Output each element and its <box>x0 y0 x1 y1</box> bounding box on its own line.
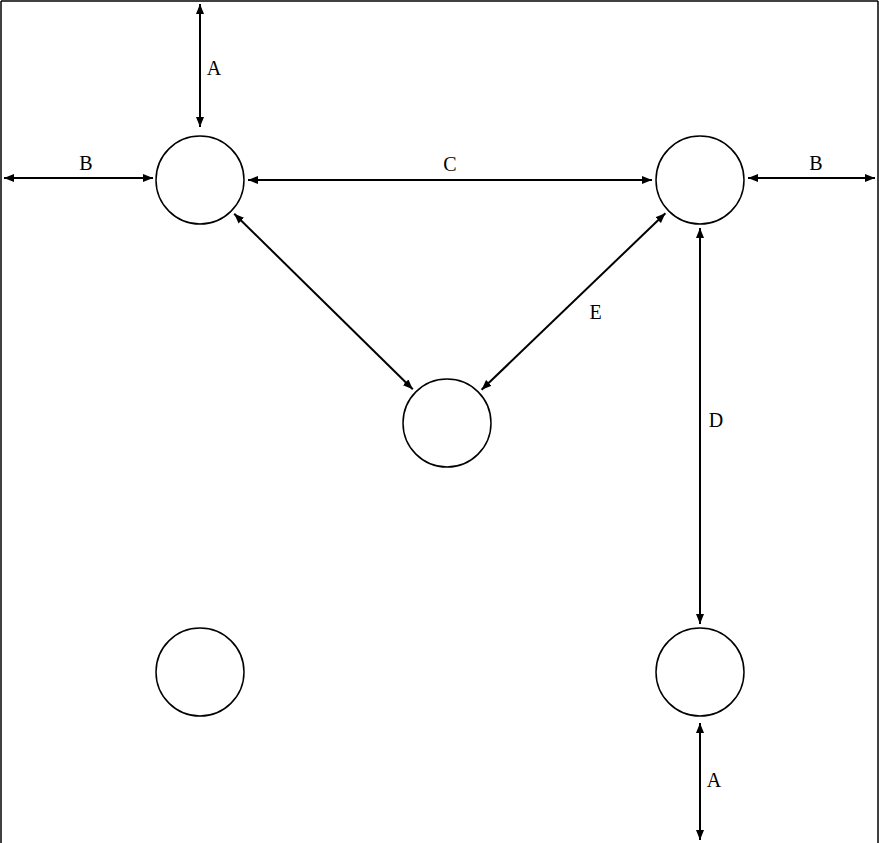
clearance-arrow <box>199 4 201 127</box>
circle-node <box>402 378 492 468</box>
circle-node <box>155 135 245 225</box>
connector-arrow <box>699 228 701 624</box>
circle-outline <box>155 135 245 225</box>
circle-node <box>655 627 745 717</box>
circle-outline <box>655 135 745 225</box>
connector-arrow <box>482 213 666 389</box>
circle-shape <box>403 379 491 467</box>
dimension-label: B <box>807 152 824 174</box>
clearance-arrow <box>699 723 701 840</box>
circle-outline <box>155 627 245 717</box>
dimension-label: B <box>77 152 94 174</box>
edge-label: E <box>587 301 603 323</box>
clearance-arrow <box>748 177 875 179</box>
dimension-label: A <box>205 57 223 79</box>
connector-arrow <box>248 179 652 181</box>
dimension-label: A <box>705 769 723 791</box>
frame-line <box>0 1 2 843</box>
frame-line <box>1 0 878 2</box>
connector-arrow <box>234 214 413 390</box>
edge-label: D <box>707 409 725 431</box>
circle-node <box>155 627 245 717</box>
clearance-arrow <box>4 177 153 179</box>
circle-outline <box>402 378 492 468</box>
frame-line <box>877 1 879 843</box>
circle-shape <box>656 628 744 716</box>
circle-shape <box>156 136 244 224</box>
edge-label: C <box>441 153 458 175</box>
circle-shape <box>156 628 244 716</box>
circle-outline <box>655 627 745 717</box>
circle-node <box>655 135 745 225</box>
circle-shape <box>656 136 744 224</box>
